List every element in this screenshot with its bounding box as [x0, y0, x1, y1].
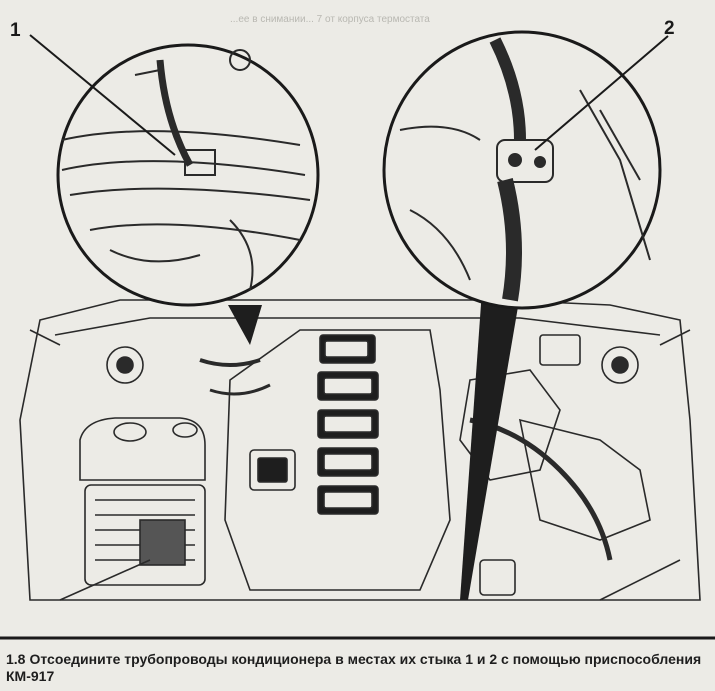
callout-2-label: 2: [664, 18, 675, 39]
caption-number: 1.8: [6, 651, 26, 667]
callout-1-leader: [29, 34, 176, 156]
detail-circle-2: [382, 30, 662, 310]
callout-2-pointer: [460, 290, 520, 600]
engine-bay: [19, 299, 701, 601]
callout-1-pointer: [228, 305, 262, 345]
callout-2-leader: [534, 35, 669, 151]
engine-bay-illustration: ...ее в снимании... 7 от корпуса термост…: [0, 14, 715, 640]
callout-1-label: 1: [10, 20, 21, 41]
caption-text: Отсоедините трубопроводы кондиционера в …: [6, 651, 702, 684]
background-bleed-text: ...ее в снимании... 7 от корпуса термост…: [230, 14, 430, 25]
detail-circle-1: [56, 43, 320, 307]
